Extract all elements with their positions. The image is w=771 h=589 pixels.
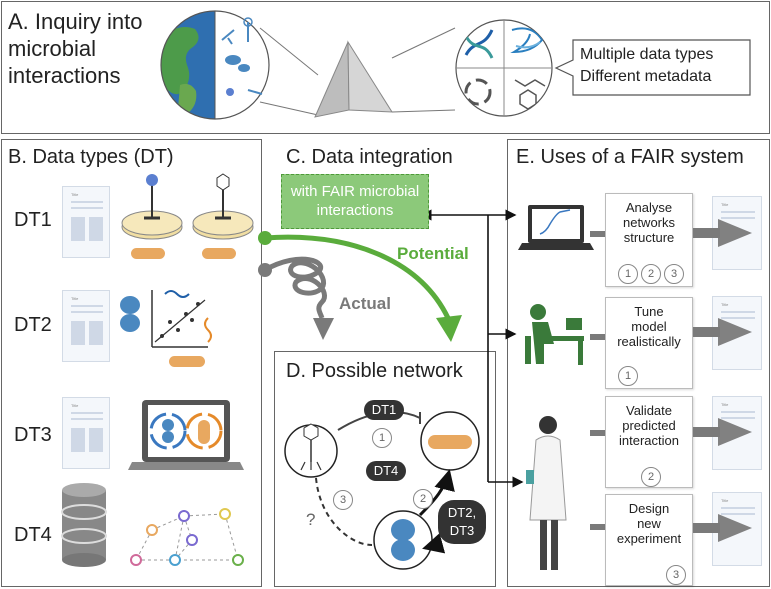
potential-arrow bbox=[264, 234, 451, 320]
researcher-at-desk-icon bbox=[525, 304, 584, 365]
document-title: Title bbox=[721, 402, 729, 407]
task-label: Tune model realistically bbox=[617, 304, 681, 349]
panel-c-heading: C. Data integration bbox=[286, 146, 453, 168]
dt2-label: DT2 bbox=[14, 314, 52, 336]
dt3-laptop-icon bbox=[128, 400, 244, 470]
document-title: Title bbox=[71, 403, 79, 408]
dt1-document-icon: Title bbox=[62, 186, 110, 258]
potential-label: Potential bbox=[397, 244, 469, 263]
network-nodes bbox=[284, 411, 480, 570]
panel-e-heading: E. Uses of a FAIR system bbox=[516, 146, 744, 168]
connector-arrows bbox=[420, 209, 524, 488]
potential-start-dot bbox=[258, 231, 272, 245]
panel-d-heading: D. Possible network bbox=[286, 360, 463, 382]
document-line bbox=[721, 317, 755, 319]
document-line bbox=[71, 305, 103, 307]
dt1-label: DT1 bbox=[14, 209, 52, 231]
actual-label: Actual bbox=[339, 294, 391, 313]
output-document-icon: Title bbox=[712, 396, 762, 470]
actual-spiral-arrow bbox=[258, 256, 334, 340]
task-label: Analyse networks structure bbox=[622, 200, 676, 245]
output-document-icon: Title bbox=[712, 296, 762, 370]
document-title: Title bbox=[71, 296, 79, 301]
task-design-experiment: Design new experiment 3 bbox=[605, 494, 693, 586]
document-line bbox=[71, 207, 103, 209]
question-mark: ? bbox=[306, 510, 316, 529]
document-line bbox=[721, 411, 755, 413]
badge-1: 1 bbox=[372, 428, 392, 448]
task-badge: 3 bbox=[666, 565, 686, 585]
panel-b-heading: B. Data types (DT) bbox=[8, 146, 174, 168]
data-types-note: Multiple data types Different metadata bbox=[580, 46, 714, 85]
scientist-icon bbox=[526, 416, 567, 570]
document-line bbox=[721, 217, 755, 219]
document-line bbox=[71, 311, 103, 313]
task-label: Design new experiment bbox=[616, 501, 682, 546]
document-title: Title bbox=[71, 192, 79, 197]
dt1-pill: DT1 bbox=[364, 400, 404, 420]
globe-icon bbox=[160, 10, 270, 120]
document-title: Title bbox=[721, 202, 729, 207]
document-line bbox=[721, 507, 755, 509]
dt4-pill: DT4 bbox=[366, 461, 406, 481]
badge-3: 3 bbox=[333, 490, 353, 510]
task-badge: 3 bbox=[664, 264, 684, 284]
fair-interactions-box bbox=[281, 174, 429, 229]
task-analyse-networks: Analyse networks structure 1 2 3 bbox=[605, 193, 693, 287]
document-line bbox=[71, 201, 103, 203]
document-line bbox=[721, 513, 755, 515]
data-types-circle-icon bbox=[455, 19, 553, 117]
potential-arrowhead bbox=[436, 315, 462, 342]
document-line bbox=[89, 428, 103, 452]
network-edges bbox=[315, 411, 455, 554]
document-line bbox=[721, 311, 755, 313]
task-badge: 1 bbox=[618, 366, 638, 386]
dt3-label: DT3 bbox=[14, 424, 52, 446]
task-tune-model: Tune model realistically 1 bbox=[605, 297, 693, 389]
task-badge: 1 bbox=[618, 264, 638, 284]
dt1-petri-dishes-icon bbox=[121, 173, 254, 259]
document-line bbox=[89, 217, 103, 241]
document-line bbox=[71, 217, 85, 241]
task-validate-interaction: Validate predicted interaction 2 bbox=[605, 396, 693, 488]
laptop-chart-icon bbox=[518, 205, 594, 250]
document-title: Title bbox=[721, 498, 729, 503]
document-title: Title bbox=[721, 302, 729, 307]
document-line bbox=[89, 321, 103, 345]
document-line bbox=[71, 412, 103, 414]
task-badge: 2 bbox=[641, 264, 661, 284]
dt2-dt3-pill: DT2, DT3 bbox=[438, 500, 486, 544]
output-document-icon: Title bbox=[712, 492, 762, 566]
dt4-database-network-icon bbox=[61, 483, 244, 567]
dt3-document-icon: Title bbox=[62, 397, 110, 469]
document-line bbox=[721, 211, 755, 213]
dt2-scatter-plot-icon bbox=[120, 290, 212, 367]
pyramid-icon bbox=[259, 27, 456, 118]
fair-interactions-label: with FAIR microbial interactions bbox=[290, 183, 420, 219]
document-line bbox=[71, 428, 85, 452]
document-line bbox=[71, 418, 103, 420]
document-line bbox=[71, 321, 85, 345]
data-types-note-box bbox=[554, 39, 751, 96]
document-line bbox=[721, 417, 755, 419]
task-badge: 2 bbox=[641, 467, 661, 487]
panel-a-heading: A. Inquiry into microbial interactions bbox=[8, 9, 143, 88]
dt2-document-icon: Title bbox=[62, 290, 110, 362]
output-document-icon: Title bbox=[712, 196, 762, 270]
badge-2: 2 bbox=[413, 489, 433, 509]
task-label: Validate predicted interaction bbox=[619, 403, 679, 448]
dt4-label: DT4 bbox=[14, 524, 52, 546]
